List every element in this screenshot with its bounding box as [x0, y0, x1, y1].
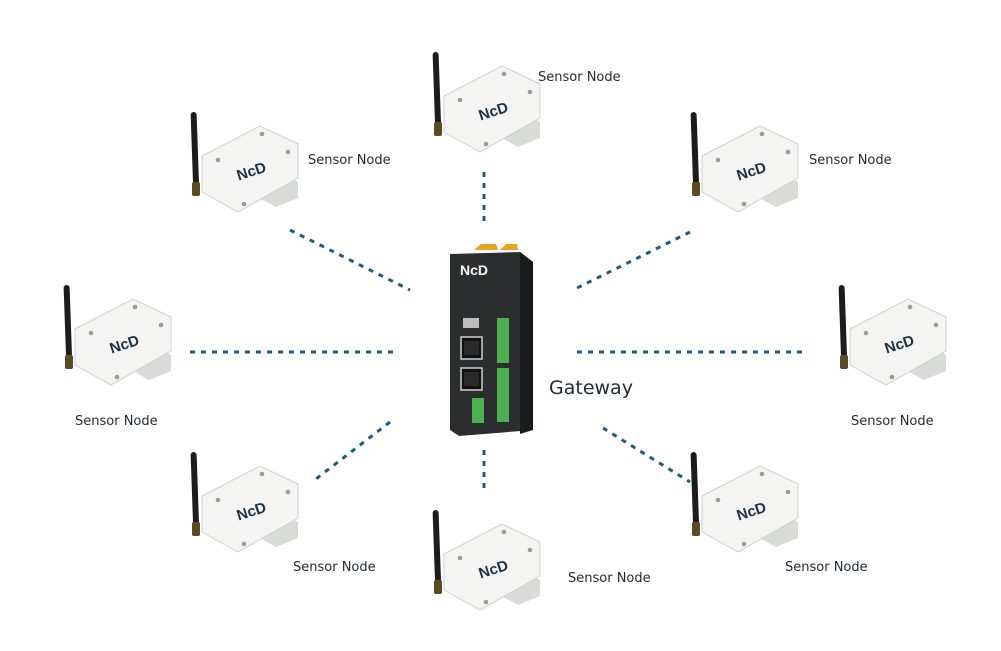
sensor-node-bottom: NcD: [432, 510, 541, 611]
sensor-node-top: NcD: [432, 52, 541, 153]
sensor-node-right: NcD: [838, 285, 947, 386]
gateway-icon: NcD: [450, 244, 533, 436]
sensor-node-label-left: Sensor Node: [75, 414, 158, 429]
sensor-node-label-top-left: Sensor Node: [308, 153, 391, 168]
sensor-node-label-top-right: Sensor Node: [809, 153, 892, 168]
gateway-logo: NcD: [460, 262, 488, 278]
gateway-label: Gateway: [549, 377, 633, 399]
sensor-node-left: NcD: [63, 285, 172, 386]
sensor-node-label-bottom-right: Sensor Node: [785, 560, 868, 575]
sensor-node-top-left: NcD: [190, 112, 299, 213]
sensor-node-bottom-right: NcD: [690, 452, 799, 553]
sensor-node-bottom-left: NcD: [190, 452, 299, 553]
sensor-node-top-right: NcD: [690, 112, 799, 213]
link-top-left: [289, 228, 411, 292]
sensor-node-label-right: Sensor Node: [851, 414, 934, 429]
sensor-node-label-bottom-left: Sensor Node: [293, 560, 376, 575]
sensor-node-label-top: Sensor Node: [538, 70, 621, 85]
sensor-node-label-bottom: Sensor Node: [568, 571, 651, 586]
